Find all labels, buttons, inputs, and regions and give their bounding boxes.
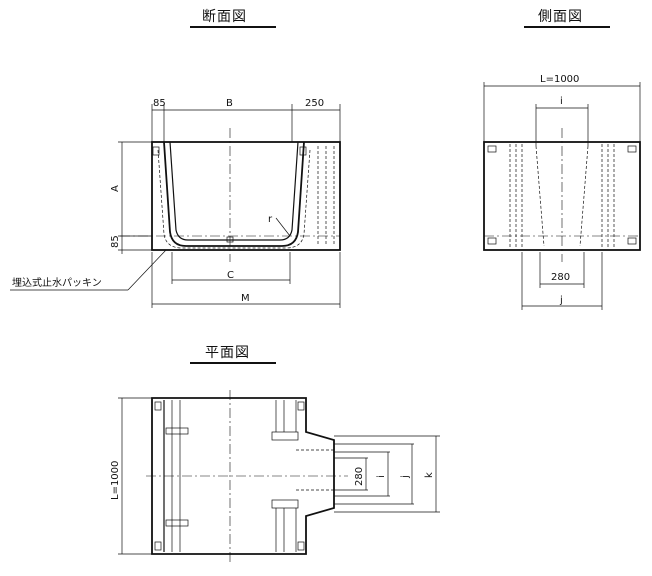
plan-dim-280: 280 (354, 467, 365, 486)
side-lift-hole (487, 237, 497, 245)
section-dim-250: 250 (305, 98, 324, 109)
plan-band (165, 427, 189, 435)
section-dim-85-top: 85 (153, 98, 166, 109)
section-u-channel-outer (163, 141, 305, 247)
plan-title-underline (190, 362, 276, 364)
plan-band (271, 431, 299, 441)
plan-lift-hole (154, 541, 162, 551)
section-u-channel-inner (169, 141, 299, 241)
side-dim-280: 280 (551, 272, 570, 283)
section-dim-b: B (226, 98, 233, 109)
plan-lift-hole (297, 401, 305, 411)
section-dim-85-side: 85 (110, 235, 121, 248)
plan-dim-i: i (376, 475, 387, 478)
section-radius-label: r (268, 214, 273, 225)
side-view: L=1000 i 280 j (483, 74, 641, 310)
side-view-title: 側面図 (538, 9, 583, 25)
section-lift-hole-left (152, 146, 160, 156)
section-rebar-dashed (157, 149, 311, 249)
plan-view: L=1000 280 i j k (110, 390, 440, 562)
section-view-title: 断面図 (202, 9, 247, 25)
side-lift-hole (627, 145, 637, 153)
section-title-underline (190, 26, 276, 28)
section-view: 85 B 250 A 85 r C M 埋込式止水パッキン (10, 98, 341, 308)
side-lift-hole (627, 237, 637, 245)
plan-dim-k: k (424, 472, 435, 478)
section-radius-leader (275, 217, 291, 237)
plan-outer-outline (151, 397, 335, 555)
section-dim-m: M (241, 293, 250, 304)
section-callout-label: 埋込式止水パッキン (12, 276, 102, 289)
plan-band (271, 499, 299, 509)
side-opening-left (535, 145, 545, 247)
side-dim-l: L=1000 (540, 74, 579, 85)
section-outer-body (151, 141, 341, 251)
plan-band (165, 519, 189, 527)
plan-view-title: 平面図 (205, 345, 250, 361)
plan-dim-l: L=1000 (110, 461, 121, 500)
section-lift-hole-right (299, 146, 307, 156)
side-dim-i: i (560, 96, 563, 107)
side-opening-right (579, 145, 589, 247)
side-dim-j: j (559, 295, 563, 306)
plan-lift-hole (297, 541, 305, 551)
section-dim-a: A (110, 185, 121, 192)
plan-dim-j: j (400, 475, 411, 479)
section-callout-leader (127, 249, 167, 291)
side-lift-hole (487, 145, 497, 153)
plan-lift-hole (154, 401, 162, 411)
section-dim-c: C (227, 270, 234, 281)
side-title-underline (524, 26, 610, 28)
